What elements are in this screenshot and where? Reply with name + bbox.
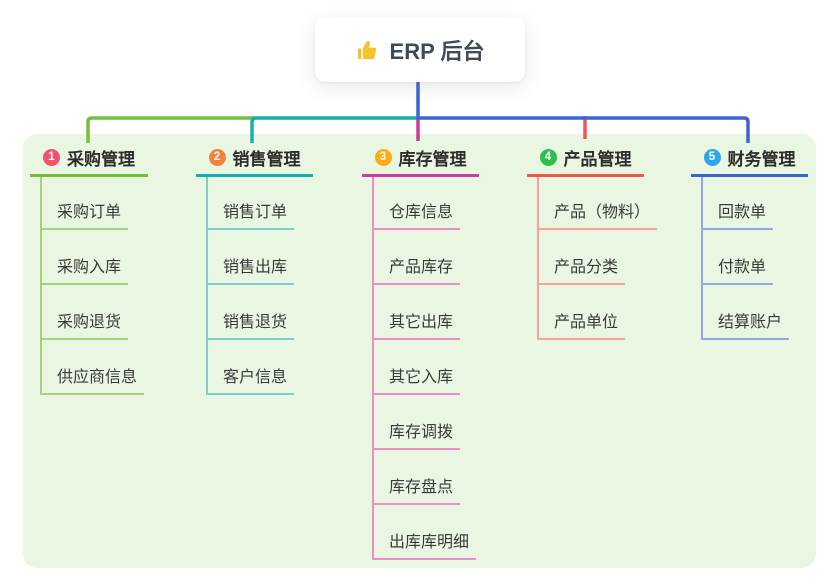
child-purchase-order[interactable]: 采购订单 xyxy=(40,202,129,230)
badge-3: 3 xyxy=(374,148,392,166)
child-settlement-account[interactable]: 结算账户 xyxy=(701,312,790,340)
branch-finance-spine xyxy=(701,177,703,340)
child-outbound-detail[interactable]: 出库库明细 xyxy=(372,532,477,560)
child-label: 销售退货 xyxy=(223,314,288,331)
child-purchase-return[interactable]: 采购退货 xyxy=(40,312,129,340)
child-stock-taking[interactable]: 库存盘点 xyxy=(372,477,461,505)
child-supplier-info[interactable]: 供应商信息 xyxy=(40,367,145,395)
child-label: 供应商信息 xyxy=(57,369,138,386)
child-product-category[interactable]: 产品分类 xyxy=(537,257,626,285)
branch-product-spine xyxy=(537,177,539,340)
child-label: 其它出库 xyxy=(389,314,454,331)
branches-background-panel xyxy=(23,134,816,568)
branch-sales-spine xyxy=(206,177,208,395)
badge-4: 4 xyxy=(539,148,557,166)
child-payment-bill[interactable]: 付款单 xyxy=(701,257,774,285)
root-node-erp[interactable]: ERP 后台 xyxy=(315,17,525,82)
child-label: 客户信息 xyxy=(223,369,288,386)
child-label: 采购入库 xyxy=(57,259,122,276)
branch-purchase[interactable]: 1 采购管理 xyxy=(30,145,148,177)
child-label: 销售订单 xyxy=(223,204,288,221)
child-stock-transfer[interactable]: 库存调拨 xyxy=(372,422,461,450)
child-other-inbound[interactable]: 其它入库 xyxy=(372,367,461,395)
child-label: 销售出库 xyxy=(223,259,288,276)
badge-5: 5 xyxy=(703,148,721,166)
child-customer-info[interactable]: 客户信息 xyxy=(206,367,295,395)
badge-1: 1 xyxy=(43,148,60,166)
branch-purchase-spine xyxy=(40,177,42,395)
child-product-material[interactable]: 产品（物料） xyxy=(537,202,658,230)
branch-finance-label: 财务管理 xyxy=(727,149,796,169)
badge-2: 2 xyxy=(208,148,226,166)
child-label: 产品（物料） xyxy=(554,204,651,221)
child-product-unit[interactable]: 产品单位 xyxy=(537,312,626,340)
branch-purchase-label: 采购管理 xyxy=(67,149,135,169)
child-sales-order[interactable]: 销售订单 xyxy=(206,202,295,230)
child-label: 出库库明细 xyxy=(389,534,470,551)
child-receipt-bill[interactable]: 回款单 xyxy=(701,202,774,230)
branch-sales[interactable]: 2 销售管理 xyxy=(196,145,313,177)
branch-product-label: 产品管理 xyxy=(563,149,632,169)
child-label: 产品分类 xyxy=(554,259,619,276)
child-sales-return[interactable]: 销售退货 xyxy=(206,312,295,340)
child-label: 其它入库 xyxy=(389,369,454,386)
child-warehouse-info[interactable]: 仓库信息 xyxy=(372,202,461,230)
child-label: 回款单 xyxy=(718,204,767,221)
child-label: 库存盘点 xyxy=(389,479,454,496)
branch-product[interactable]: 4 产品管理 xyxy=(527,145,644,177)
branch-finance[interactable]: 5 财务管理 xyxy=(691,145,808,177)
child-other-outbound[interactable]: 其它出库 xyxy=(372,312,461,340)
child-label: 结算账户 xyxy=(718,314,783,331)
branch-sales-label: 销售管理 xyxy=(232,149,301,169)
root-title: ERP 后台 xyxy=(389,38,485,64)
branch-inventory-spine xyxy=(372,177,374,560)
child-label: 付款单 xyxy=(718,259,767,276)
child-label: 库存调拨 xyxy=(389,424,454,441)
child-label: 采购订单 xyxy=(57,204,122,221)
branch-inventory-label: 库存管理 xyxy=(398,149,467,169)
child-purchase-inbound[interactable]: 采购入库 xyxy=(40,257,129,285)
child-product-stock[interactable]: 产品库存 xyxy=(372,257,461,285)
child-label: 产品单位 xyxy=(554,314,619,331)
thumbs-up-icon xyxy=(356,38,380,62)
child-label: 仓库信息 xyxy=(389,204,454,221)
child-label: 产品库存 xyxy=(389,259,454,276)
child-label: 采购退货 xyxy=(57,314,122,331)
branch-inventory[interactable]: 3 库存管理 xyxy=(362,145,479,177)
child-sales-outbound[interactable]: 销售出库 xyxy=(206,257,295,285)
